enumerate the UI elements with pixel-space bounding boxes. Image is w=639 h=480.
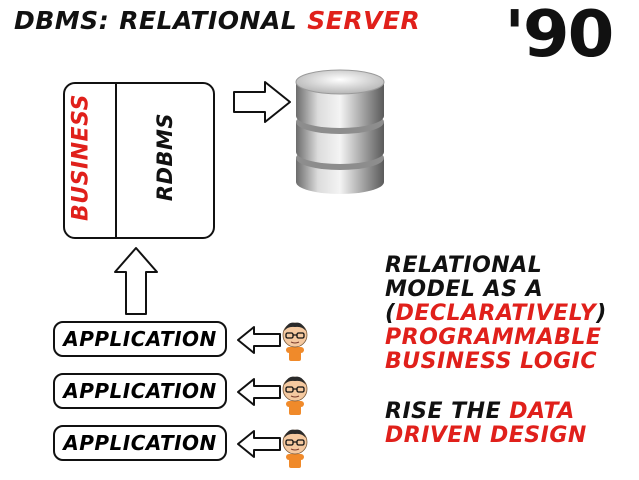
desc-text: ( bbox=[385, 301, 396, 326]
rdbms-label: RDBMS bbox=[153, 112, 177, 202]
desc-line: business logic bbox=[385, 350, 607, 374]
title-word-server: Server bbox=[307, 6, 421, 35]
desc-line: driven design bbox=[385, 424, 587, 448]
page-title: DBMS: Relational Server bbox=[14, 6, 430, 35]
person-icon bbox=[282, 322, 308, 361]
desc-text: driven design bbox=[385, 423, 587, 448]
application-box: Application bbox=[53, 321, 227, 357]
database-cylinder-icon bbox=[295, 69, 385, 194]
title-word-relational: Relational bbox=[119, 6, 298, 35]
desc-line: Rise the data bbox=[385, 400, 587, 424]
title-prefix: DBMS: bbox=[14, 6, 110, 35]
person-icon bbox=[282, 429, 308, 468]
description-data-driven: Rise the data driven design bbox=[385, 400, 587, 448]
left-arrow-icon bbox=[237, 326, 281, 354]
desc-text: Relational bbox=[385, 253, 543, 278]
right-arrow-icon bbox=[233, 81, 291, 123]
description-relational-model: Relational model as a (declaratively) pr… bbox=[385, 254, 607, 374]
desc-text: ) bbox=[596, 301, 607, 326]
desc-text: Rise the bbox=[385, 399, 510, 424]
desc-line: programmable bbox=[385, 326, 607, 350]
server-box-divider bbox=[115, 84, 117, 237]
person-icon bbox=[282, 376, 308, 415]
title-year: '90 bbox=[504, 0, 614, 72]
desc-text: model as a bbox=[385, 277, 544, 302]
business-label: Business bbox=[68, 94, 94, 222]
desc-line: (declaratively) bbox=[385, 302, 607, 326]
desc-line: Relational bbox=[385, 254, 607, 278]
desc-text: business logic bbox=[385, 349, 597, 374]
left-arrow-icon bbox=[237, 430, 281, 458]
desc-text: programmable bbox=[385, 325, 602, 350]
desc-text: data bbox=[509, 399, 575, 424]
application-box: Application bbox=[53, 373, 227, 409]
application-box: Application bbox=[53, 425, 227, 461]
desc-line: model as a bbox=[385, 278, 607, 302]
server-box bbox=[63, 82, 215, 239]
left-arrow-icon bbox=[237, 378, 281, 406]
desc-text: declaratively bbox=[395, 301, 597, 326]
up-arrow-icon bbox=[114, 247, 158, 315]
